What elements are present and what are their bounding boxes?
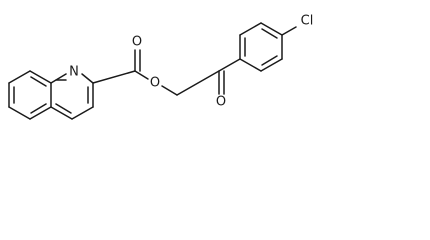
ester-group — [92, 49, 178, 96]
nitrogen-atom-label: N — [69, 65, 79, 80]
quinoline-pyridine-ring — [50, 73, 94, 120]
ester-bridge-oxygen-label: O — [150, 76, 160, 91]
ketone-oxygen-label: O — [216, 95, 226, 110]
ketone-linker — [176, 58, 241, 96]
chlorine-atom-label: Cl — [301, 14, 314, 29]
ester-carbonyl-oxygen-label: O — [132, 35, 142, 50]
chlorophenyl-ring — [239, 22, 297, 72]
quinoline-benzo-ring — [8, 70, 52, 120]
chemical-structure-diagram: N O O O Cl — [8, 14, 314, 120]
